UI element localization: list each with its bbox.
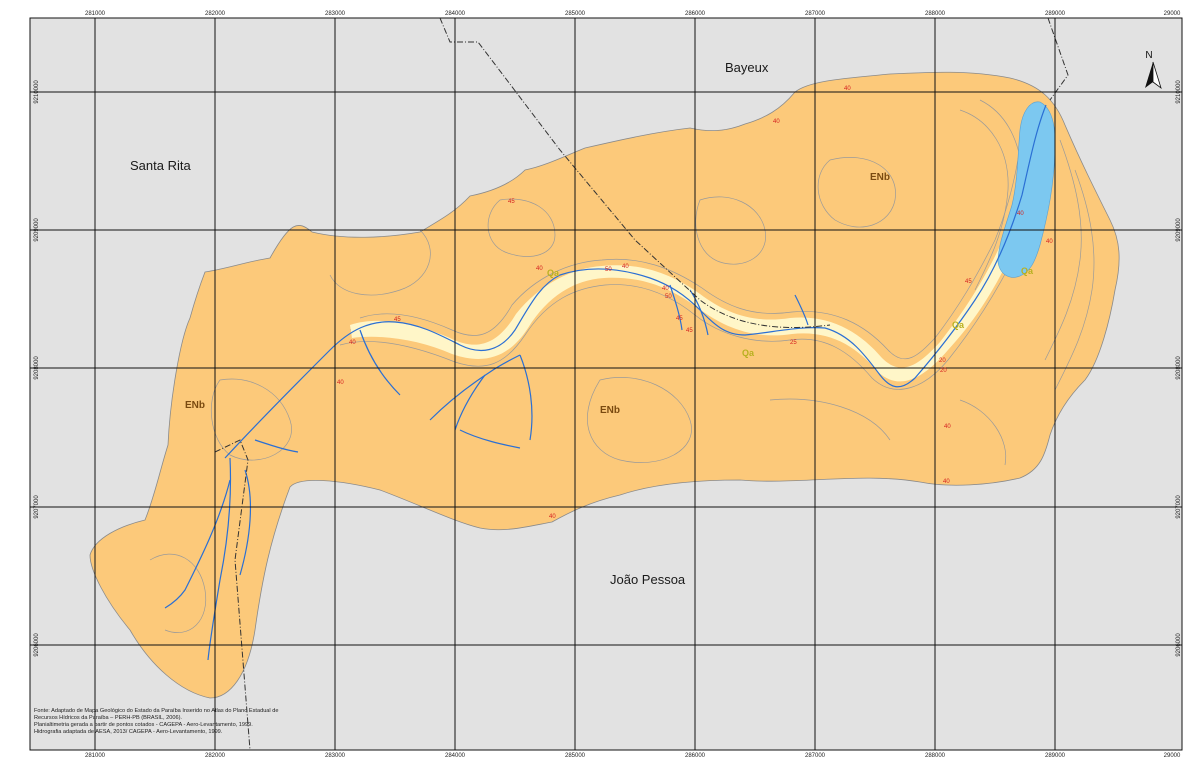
easting-tick: 288000 xyxy=(925,753,946,758)
easting-tick: 283000 xyxy=(325,753,346,758)
easting-tick: 282000 xyxy=(205,753,226,758)
spot-height: 45 xyxy=(394,317,401,323)
spot-height: 40 xyxy=(773,119,780,125)
basin-area xyxy=(89,71,1120,699)
northing-labels-right: 9210000 9209000 9208000 9207000 9206000 xyxy=(1176,80,1182,657)
source-note-line: Hidrografia adaptada de AESA, 2013/ CAGE… xyxy=(34,729,223,735)
north-arrow-icon xyxy=(1145,62,1153,88)
spot-height: 20 xyxy=(940,368,947,374)
place-label-santa-rita: Santa Rita xyxy=(130,158,191,173)
northing-tick: 9209000 xyxy=(34,218,40,242)
easting-tick: 288000 xyxy=(925,11,946,17)
northing-tick: 9207000 xyxy=(1176,495,1182,519)
northing-tick: 9206000 xyxy=(1176,633,1182,657)
northing-tick: 9209000 xyxy=(1176,218,1182,242)
northing-tick: 9210000 xyxy=(34,80,40,104)
spot-height: 40 xyxy=(549,514,556,520)
coordinate-grid xyxy=(30,18,1182,750)
easting-tick: 287000 xyxy=(805,11,826,17)
easting-tick: 286000 xyxy=(685,753,706,758)
spot-height: 25 xyxy=(790,340,797,346)
easting-tick: 281000 xyxy=(85,11,106,17)
spot-height: 40 xyxy=(943,479,950,485)
spot-height: 40 xyxy=(1017,211,1024,217)
spot-height: 40 xyxy=(944,424,951,430)
spot-height: 45 xyxy=(686,328,693,334)
northing-tick: 9207000 xyxy=(34,495,40,519)
spot-height: 40 xyxy=(536,266,543,272)
spot-height: 40 xyxy=(622,264,629,270)
northing-tick: 9208000 xyxy=(1176,356,1182,380)
easting-tick: 281000 xyxy=(85,753,106,758)
spot-height: 50 xyxy=(665,294,672,300)
easting-tick: 285000 xyxy=(565,753,586,758)
alluvium-band xyxy=(350,140,1040,382)
easting-tick: 289000 xyxy=(1045,753,1066,758)
easting-tick: 285000 xyxy=(565,11,586,17)
easting-labels-bottom: 281000 282000 283000 284000 285000 28600… xyxy=(85,753,1181,758)
northing-tick: 9206000 xyxy=(34,633,40,657)
easting-tick: 29000 xyxy=(1164,753,1181,758)
unit-label-enb: ENb xyxy=(870,172,890,183)
source-note-line: Recursos Hídricos da Paraíba – PERH-PB (… xyxy=(34,715,182,721)
north-arrow: N xyxy=(1145,50,1162,90)
easting-tick: 29000 xyxy=(1164,11,1181,17)
northing-labels-left: 9210000 9209000 9208000 9207000 9206000 xyxy=(34,80,40,657)
easting-tick: 284000 xyxy=(445,11,466,17)
easting-tick: 286000 xyxy=(685,11,706,17)
place-label-joao-pessoa: João Pessoa xyxy=(610,572,686,587)
spot-height: 40 xyxy=(337,380,344,386)
easting-tick: 289000 xyxy=(1045,11,1066,17)
spot-height: 45 xyxy=(676,316,683,322)
reservoir xyxy=(997,101,1056,278)
unit-label-qa: Qa xyxy=(1021,266,1034,276)
easting-tick: 284000 xyxy=(445,753,466,758)
easting-tick: 287000 xyxy=(805,753,826,758)
spot-height: 40 xyxy=(349,340,356,346)
unit-label-enb: ENb xyxy=(185,400,205,411)
source-note-line: Planialtimetria gerada a partir de ponto… xyxy=(34,722,253,728)
spot-height: 40 xyxy=(1046,239,1053,245)
unit-label-qa: Qa xyxy=(547,268,560,278)
unit-label-qa: Qa xyxy=(952,320,965,330)
source-note-line: Fonte: Adaptado de Mapa Geológico do Est… xyxy=(34,708,279,714)
northing-tick: 9208000 xyxy=(34,356,40,380)
spot-heights: 40 40 45 40 40 45 40 50 40 40 50 45 45 2… xyxy=(337,86,1053,520)
source-note: Fonte: Adaptado de Mapa Geológico do Est… xyxy=(34,708,334,736)
easting-labels-top: 281000 282000 283000 284000 285000 28600… xyxy=(85,11,1181,17)
spot-height: 40 xyxy=(844,86,851,92)
place-label-bayeux: Bayeux xyxy=(725,60,769,75)
northing-tick: 9210000 xyxy=(1176,80,1182,104)
easting-tick: 282000 xyxy=(205,11,226,17)
spot-height: 40 xyxy=(662,286,669,292)
north-arrow-label: N xyxy=(1145,50,1152,61)
unit-label-qa: Qa xyxy=(742,348,755,358)
spot-height: 20 xyxy=(939,358,946,364)
spot-height: 50 xyxy=(605,267,612,273)
unit-label-enb: ENb xyxy=(600,405,620,416)
easting-tick: 283000 xyxy=(325,11,346,17)
spot-height: 45 xyxy=(508,199,515,205)
spot-height: 45 xyxy=(965,279,972,285)
